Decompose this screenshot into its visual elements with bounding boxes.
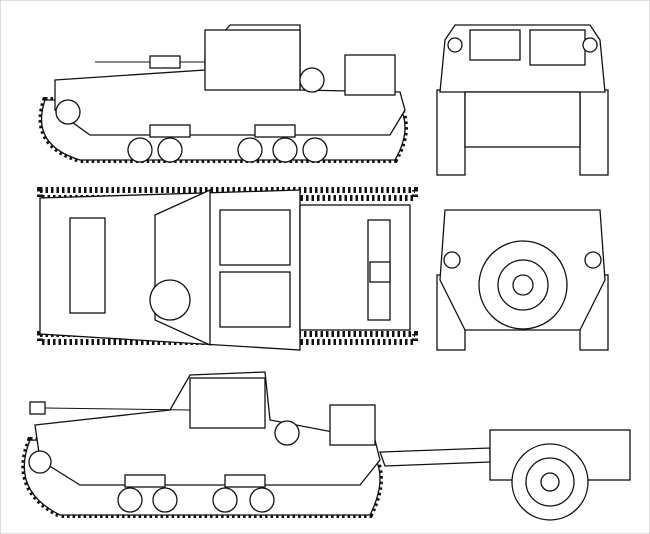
top-view bbox=[37, 187, 418, 351]
flamethrower-barrel bbox=[44, 407, 191, 411]
gun-mount-top bbox=[149, 279, 191, 321]
sprocket-2 bbox=[28, 450, 52, 474]
hatch-left bbox=[219, 209, 291, 266]
idler-wheel bbox=[299, 67, 325, 93]
front-view bbox=[436, 24, 609, 176]
road-wheels bbox=[127, 124, 328, 163]
fuel-cap bbox=[369, 261, 391, 283]
engine-deck bbox=[299, 204, 411, 331]
superstructure-2 bbox=[189, 377, 266, 429]
side-view-with-trailer bbox=[21, 371, 631, 521]
superstructure bbox=[204, 29, 301, 91]
engine-grille bbox=[529, 29, 586, 66]
left-track bbox=[436, 89, 466, 176]
gun-mount bbox=[149, 55, 181, 69]
right-track bbox=[579, 89, 609, 176]
sprocket bbox=[55, 99, 81, 125]
engine-box bbox=[344, 54, 396, 96]
side-view bbox=[38, 24, 408, 163]
idler-wheel-2 bbox=[274, 420, 300, 446]
engine-box-2 bbox=[329, 404, 376, 446]
rear-view bbox=[436, 209, 609, 351]
vision-hatch bbox=[469, 29, 521, 61]
front-hatch bbox=[69, 217, 106, 314]
superstructure-top bbox=[154, 188, 211, 347]
hatch-right bbox=[219, 271, 291, 328]
road-wheels-2 bbox=[117, 474, 275, 513]
flamethrower-nozzle bbox=[29, 401, 46, 415]
track-top bbox=[37, 187, 418, 201]
front-plate bbox=[464, 91, 581, 148]
